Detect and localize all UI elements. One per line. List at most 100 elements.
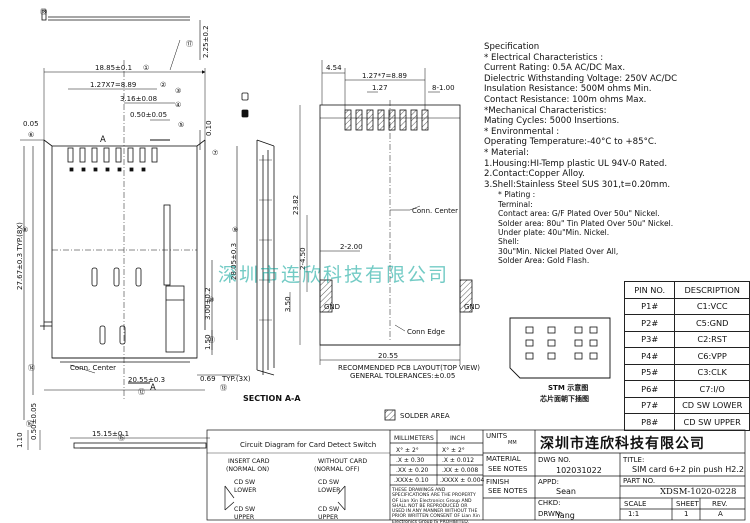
material-value: SEE NOTES (488, 465, 528, 473)
without-card-sub: (NORMAL OFF) (314, 466, 360, 473)
stm-label: STM 示意图 (548, 383, 588, 392)
scale-label: SCALE (624, 500, 647, 508)
pin-description: C7:I/O (674, 380, 750, 398)
balloon: ⑯ (26, 420, 33, 428)
balloon: ③ (175, 87, 181, 95)
pin-number: P6# (623, 380, 676, 398)
dim-typ3x: TYP.(3X) (221, 375, 251, 383)
dim-050: 0.50±0.05 (130, 111, 167, 119)
stm-sublabel: 芯片面朝下插图 (540, 394, 589, 403)
tol-cell: .XXX± 0.10 (394, 477, 429, 484)
title-block-frame (206, 429, 746, 521)
pcb-dim-454: 4.54 (326, 64, 342, 72)
units-value: MM (508, 440, 517, 446)
balloon: ⑰ (186, 40, 193, 48)
balloon: ⑬ (220, 384, 227, 392)
dim-069: 0.69 (200, 375, 216, 383)
spec-line: Solder area: 80u" Tin Plated Over 50u" N… (498, 218, 674, 228)
balloon: ② (160, 81, 166, 89)
part-number: XDSM-1020-0228 (660, 487, 737, 497)
balloon: ④ (175, 101, 181, 109)
tol-cell: .XXXX ± 0.004 (440, 477, 485, 484)
side-dim-width: 15.15±0.1 (92, 430, 129, 438)
pcb-layout (289, 60, 473, 365)
pin-row: P4#C6:VPP (623, 347, 750, 365)
pin-number: P7# (623, 396, 676, 414)
material-label: MATERIAL (486, 455, 521, 463)
cd-lower-2: LOWER (234, 487, 257, 494)
pin-row: P6#C7:I/O (623, 380, 750, 398)
spec-line: Terminal: (498, 199, 533, 209)
cd-upper-2: UPPER (234, 514, 255, 521)
part-label: PART NO. (623, 477, 656, 485)
balloon-callouts: ⑰ ⑱ ① ② ③ ④ ⑤ ⑥ ⑦ ⑧ ⑨ ⑩ ⑪ ⑫ ⑬ ⑭ ⑮ ⑯ (22, 8, 238, 442)
tol-cell: X° ± 2° (396, 447, 419, 454)
balloon: ⑧ (22, 226, 28, 234)
pcb-dimensions: 4.54 1.27*7=8.89 1.27 8-1.00 Conn. Cente… (284, 64, 480, 380)
pcb-dim-2055: 20.55 (378, 352, 398, 360)
pcb-dim-pitch: 1.27*7=8.89 (362, 72, 407, 80)
pin-table-header: PIN NO. DESCRIPTION (623, 281, 750, 299)
spec-line: Under plate: 40u"Min. Nickel. (498, 227, 610, 237)
pin-description: C2:RST (674, 330, 750, 348)
balloon: ⑭ (28, 364, 35, 372)
pin-row: P5#C3:CLK (623, 363, 750, 381)
pcb-gnd-right: GND (464, 303, 480, 311)
insert-card-label: INSERT CARD (228, 458, 270, 465)
dwg-number: 102031022 (556, 466, 602, 475)
dwg-label: DWG NO. (538, 456, 571, 464)
pcb-dim-200: 2-2.00 (340, 243, 363, 251)
circuit-diagram-text: Circuit Diagram for Card Detect Switch I… (226, 441, 376, 521)
dim-width: 18.85±0.1 (95, 64, 132, 72)
dim-010: 0.10 (205, 120, 213, 136)
spec-line: Operating Temperature:-40°C to +85°C. (484, 137, 657, 148)
balloon: ⑱ (40, 8, 47, 16)
sheet-value: 1 (684, 510, 689, 518)
spec-line: 2.Contact:Copper Alloy. (484, 169, 585, 180)
balloon: ⑤ (178, 121, 184, 129)
tol-mm-header: MILLIMETERS (394, 435, 434, 442)
insert-card-sub: (NORMAL ON) (226, 466, 269, 473)
spec-line: Solder Area: Gold Flash. (498, 256, 590, 266)
dim-bottom: 20.55±0.3 (128, 376, 165, 384)
pin-description: CD SW LOWER (674, 396, 750, 414)
pin-row: P3#C2:RST (623, 330, 750, 348)
pin-row: P7#CD SW LOWER (623, 396, 750, 414)
spec-line: * Electrical Characteristics : (484, 52, 604, 63)
title-value: SIM card 6+2 pin push H2.2 (632, 465, 744, 474)
pcb-dim-2382: 23.82 (292, 195, 300, 215)
pcb-tolerance: GENERAL TOLERANCES:±0.05 (350, 372, 455, 380)
tol-cell: X° ± 2° (442, 447, 465, 454)
pin-number: P4# (623, 347, 676, 365)
section-label: SECTION A-A (243, 394, 301, 403)
top-view (20, 9, 240, 420)
tol-cell: .XX ± 0.008 (442, 467, 478, 474)
tol-cell: .XX ± 0.20 (396, 467, 429, 474)
spec-line: 1.Housing:HI-Temp plastic UL 94V-0 Rated… (484, 158, 668, 169)
pin-description: C3:CLK (674, 363, 750, 381)
cd-lower-r2: LOWER (318, 487, 341, 494)
pin-number: P2# (623, 314, 676, 332)
pcb-dim-2450: 2-4.50 (299, 247, 307, 270)
pin-header: PIN NO. (623, 281, 676, 299)
spec-line: Dielectric Withstanding Voltage: 250V AC… (484, 73, 678, 84)
tol-cell: .X ± 0.30 (396, 457, 424, 464)
dim-316: 3.16±0.08 (120, 95, 157, 103)
balloon: ⑩ (208, 296, 214, 304)
cd-lower-1: CD SW (234, 479, 255, 486)
balloon: ⑪ (208, 336, 215, 344)
appd-label: APPD: (538, 478, 559, 486)
spec-line: Current Rating: 0.5A AC/DC Max. (484, 63, 626, 74)
cd-upper-r1: CD SW (318, 506, 339, 513)
pin-number: P3# (623, 330, 676, 348)
pcb-dim-127: 1.27 (372, 84, 388, 92)
spec-line: Contact area: G/F Plated Over 50u" Nicke… (498, 209, 660, 219)
side-view (27, 430, 210, 450)
pcb-caption: RECOMMENDED PCB LAYOUT(TOP VIEW) (338, 364, 480, 372)
drwn-label: DRWN: (538, 510, 563, 518)
pcb-conn-edge: Conn Edge (407, 328, 445, 336)
spec-line: * Material: (484, 147, 529, 158)
section-mark-top: A (100, 135, 106, 145)
